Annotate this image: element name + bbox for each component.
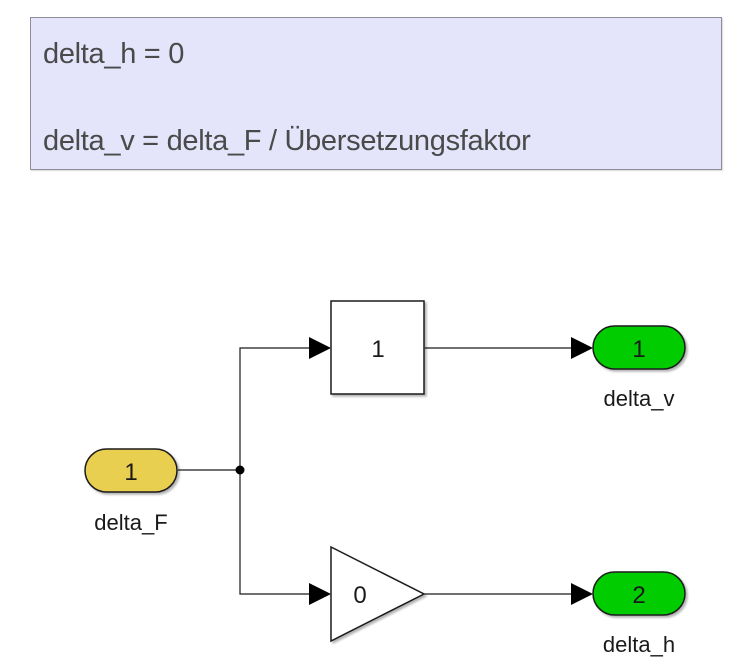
inport-label[interactable]: delta_F	[94, 510, 167, 535]
outport-delta-h[interactable]: 2 delta_h	[592, 571, 686, 657]
gain-bottom-value: 0	[353, 582, 366, 609]
annotation-line-delta-v: delta_v = delta_F / Übersetzungsfaktor	[43, 125, 531, 157]
arrowhead-delta-v	[571, 337, 593, 359]
outport-h-number: 2	[632, 582, 645, 609]
inport-delta-f[interactable]: 1 delta_F	[84, 448, 178, 535]
arrowhead-gain-top	[309, 337, 331, 359]
outport-v-number: 1	[632, 336, 645, 363]
arrowhead-gain-bottom	[309, 583, 331, 605]
gain-bottom-shape	[330, 545, 426, 643]
gain-top-value: 1	[371, 336, 384, 363]
gain-block-top[interactable]: 1	[330, 300, 425, 395]
inport-shape	[84, 448, 178, 493]
branch-point	[235, 465, 245, 475]
outport-v-label[interactable]: delta_v	[604, 386, 675, 411]
outport-delta-v[interactable]: 1 delta_v	[592, 325, 686, 411]
gain-top-shape	[330, 300, 425, 395]
gain-block-bottom[interactable]: 0	[330, 545, 426, 643]
arrowhead-delta-h	[571, 583, 593, 605]
annotation-box[interactable]: delta_h = 0 delta_v = delta_F / Übersetz…	[30, 17, 722, 170]
signal-line-to-gain-bottom[interactable]	[239, 470, 310, 595]
annotation-line-delta-h: delta_h = 0	[43, 38, 185, 70]
signal-line-to-gain-top[interactable]	[239, 347, 310, 470]
outport-h-shape	[592, 571, 686, 616]
inport-number: 1	[124, 459, 137, 486]
outport-h-label[interactable]: delta_h	[603, 632, 675, 657]
outport-v-shape	[592, 325, 686, 370]
